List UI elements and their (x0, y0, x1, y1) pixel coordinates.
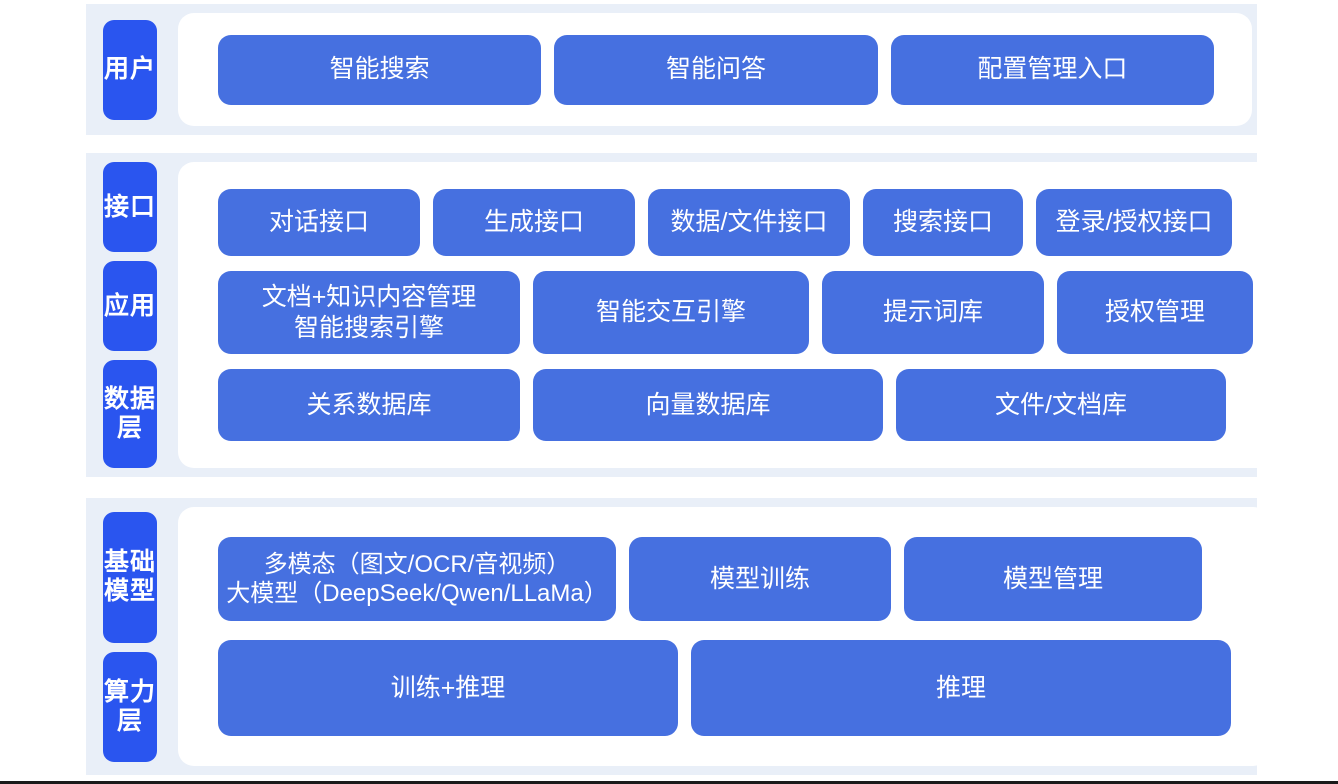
box-file-document-store[interactable]: 文件/文档库 (896, 369, 1226, 441)
section-infrastructure: 基础模型 算力层 多模态（图文/OCR/音视频） 大模型（DeepSeek/Qw… (86, 498, 1269, 775)
box-login-auth-api[interactable]: 登录/授权接口 (1036, 189, 1232, 256)
box-document-knowledge-management[interactable]: 文档+知识内容管理 智能搜索引擎 (218, 271, 520, 354)
box-search-api[interactable]: 搜索接口 (863, 189, 1023, 256)
box-multimodal-large-model[interactable]: 多模态（图文/OCR/音视频） 大模型（DeepSeek/Qwen/LLaMa） (218, 537, 616, 621)
box-data-file-api[interactable]: 数据/文件接口 (648, 189, 850, 256)
box-inference[interactable]: 推理 (691, 640, 1231, 736)
box-dialog-api[interactable]: 对话接口 (218, 189, 420, 256)
section-label-application: 应用 (103, 261, 157, 352)
row-compute-layer: 训练+推理 推理 (178, 640, 1269, 736)
box-smart-search[interactable]: 智能搜索 (218, 34, 542, 105)
box-config-management-entry[interactable]: 配置管理入口 (890, 34, 1214, 105)
row-application: 文档+知识内容管理 智能搜索引擎 智能交互引擎 提示词库 授权管理 (178, 271, 1291, 354)
section-label-user: 用户 (103, 19, 157, 120)
box-vector-database[interactable]: 向量数据库 (533, 369, 883, 441)
box-smart-interaction-engine[interactable]: 智能交互引擎 (533, 271, 809, 354)
box-authorization-management[interactable]: 授权管理 (1057, 271, 1253, 354)
box-relational-database[interactable]: 关系数据库 (218, 369, 520, 441)
section-user-label-column: 用户 (86, 4, 174, 135)
section-user: 用户 智能搜索 智能问答 配置管理入口 (86, 4, 1257, 135)
section-platform-card: 对话接口 生成接口 数据/文件接口 搜索接口 登录/授权接口 文档+知识内容管理… (178, 162, 1291, 468)
section-label-data-layer: 数据层 (103, 360, 157, 468)
box-generation-api[interactable]: 生成接口 (433, 189, 635, 256)
box-smart-qa[interactable]: 智能问答 (554, 34, 878, 105)
row-interface: 对话接口 生成接口 数据/文件接口 搜索接口 登录/授权接口 (178, 189, 1291, 256)
section-label-interface: 接口 (103, 162, 157, 253)
section-infrastructure-card: 多模态（图文/OCR/音视频） 大模型（DeepSeek/Qwen/LLaMa）… (178, 507, 1269, 766)
section-label-foundation-model: 基础模型 (103, 511, 157, 643)
section-infrastructure-label-column: 基础模型 算力层 (86, 498, 174, 775)
section-label-compute-layer: 算力层 (103, 651, 157, 762)
row-user-entry: 智能搜索 智能问答 配置管理入口 (178, 34, 1252, 105)
box-training-and-inference[interactable]: 训练+推理 (218, 640, 678, 736)
row-foundation-model: 多模态（图文/OCR/音视频） 大模型（DeepSeek/Qwen/LLaMa）… (178, 537, 1269, 621)
box-model-management[interactable]: 模型管理 (904, 537, 1202, 621)
box-prompt-library[interactable]: 提示词库 (822, 271, 1044, 354)
bottom-divider-rule (0, 781, 1338, 784)
box-model-training[interactable]: 模型训练 (629, 537, 891, 621)
section-user-card: 智能搜索 智能问答 配置管理入口 (178, 13, 1252, 126)
row-data-layer: 关系数据库 向量数据库 文件/文档库 (178, 369, 1291, 441)
section-platform: 接口 应用 数据层 对话接口 生成接口 数据/文件接口 搜索接口 登录/授权接口… (86, 153, 1291, 477)
section-platform-label-column: 接口 应用 数据层 (86, 153, 174, 477)
